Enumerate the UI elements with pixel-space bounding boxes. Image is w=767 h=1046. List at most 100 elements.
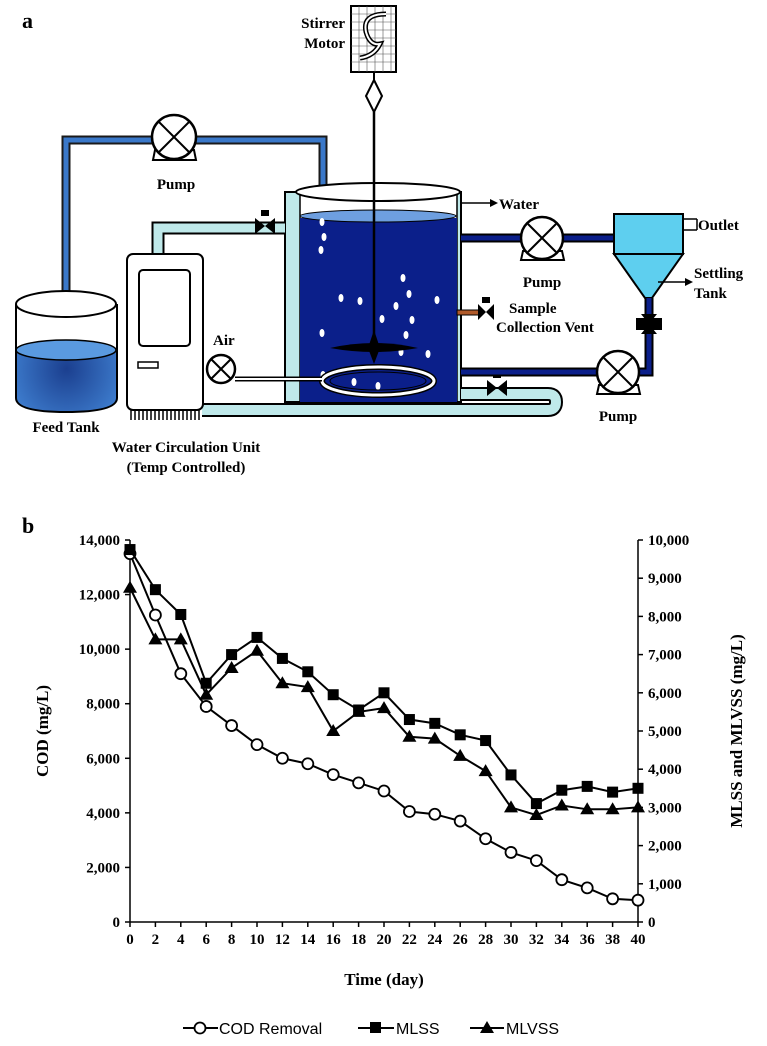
settling-tank-label-1: Settling: [694, 266, 744, 282]
y-tick-label: 2,000: [86, 860, 120, 876]
feed-tank-label: Feed Tank: [32, 420, 100, 436]
y-tick-label: 14,000: [79, 533, 120, 549]
data-point: [200, 677, 212, 689]
x-tick-label: 26: [453, 932, 469, 948]
x-tick-label: 24: [427, 932, 443, 948]
legend-item-mlvss: MLVSS: [470, 1021, 559, 1038]
series-line-mlss: [129, 549, 639, 805]
data-point: [530, 854, 543, 868]
data-point: [479, 832, 493, 846]
y-tick-label: 6,000: [86, 751, 120, 767]
data-point: [327, 689, 339, 701]
data-point: [402, 805, 416, 818]
data-point: [276, 652, 288, 664]
x-tick-label: 32: [529, 932, 544, 948]
y2-tick-label: 1,000: [648, 877, 682, 893]
data-point: [149, 584, 161, 596]
data-point: [504, 800, 518, 813]
data-point: [326, 724, 341, 736]
settling-arrow: [658, 278, 693, 286]
y2-tick-label: 8,000: [648, 609, 682, 625]
x-tick-label: 2: [152, 932, 160, 948]
effluent-pump: [519, 215, 566, 261]
plot-frame: [129, 540, 639, 923]
data-point: [225, 719, 239, 732]
data-point: [352, 776, 366, 790]
data-point: [123, 580, 137, 593]
series-mlvss: [123, 580, 645, 821]
panel-a: a Pump: [15, 5, 744, 476]
data-point: [429, 717, 441, 729]
data-point: [199, 687, 214, 700]
data-point: [226, 649, 238, 661]
x-tick-label: 16: [326, 932, 342, 948]
data-point: [250, 643, 264, 656]
x-tick-label: 36: [580, 932, 596, 948]
data-point: [631, 893, 645, 907]
data-point: [301, 757, 315, 771]
sample-vent: [456, 297, 494, 320]
data-point: [555, 873, 569, 887]
return-pump: [595, 349, 642, 395]
x-tick-label: 14: [300, 932, 316, 948]
air-pump: [205, 353, 322, 385]
data-point: [251, 631, 263, 643]
stirrer-motor-label-1: Stirrer: [301, 16, 345, 32]
data-point: [631, 800, 645, 813]
data-point: [124, 544, 136, 556]
y-tick-label: 0: [113, 915, 121, 931]
x-tick-label: 8: [228, 932, 236, 948]
panel-a-label: a: [22, 8, 33, 33]
data-point: [148, 632, 163, 645]
y-tick-label: 12,000: [79, 588, 120, 604]
y2-tick-label: 10,000: [648, 533, 689, 549]
data-point: [480, 735, 492, 747]
legend-label-mlvss: MLVSS: [506, 1021, 559, 1038]
reactor-vessel: [295, 112, 461, 402]
data-point: [175, 608, 187, 620]
x-tick-label: 30: [504, 932, 519, 948]
data-point: [377, 784, 391, 798]
y2-tick-label: 0: [648, 915, 656, 931]
air-label: Air: [213, 333, 235, 349]
x-tick-label: 18: [351, 932, 366, 948]
y2-tick-label: 7,000: [648, 648, 682, 664]
y2-tick-label: 6,000: [648, 686, 682, 702]
x-tick-label: 4: [177, 932, 185, 948]
data-point: [556, 784, 568, 796]
series-cod-removal: [123, 547, 645, 907]
water-circulation-unit: [126, 253, 204, 420]
settling-tank: [612, 213, 698, 377]
data-point: [224, 660, 239, 673]
x-tick-label: 34: [554, 932, 570, 948]
x-tick-label: 12: [275, 932, 290, 948]
return-pump-label: Pump: [599, 409, 637, 425]
series-mlss: [124, 544, 644, 810]
data-point: [607, 786, 619, 798]
effluent-pump-label: Pump: [523, 275, 561, 291]
data-point: [275, 751, 289, 765]
y-tick-label: 8,000: [86, 697, 120, 713]
data-point: [199, 700, 213, 713]
data-point: [377, 701, 391, 714]
legend-label-cod: COD Removal: [219, 1021, 322, 1038]
data-point: [427, 731, 442, 744]
water-circulation-pipe: [151, 221, 564, 417]
data-point: [505, 769, 517, 781]
data-point: [174, 667, 188, 681]
panel-b-label: b: [22, 513, 34, 538]
data-point: [250, 738, 264, 752]
y-tick-label: 4,000: [86, 806, 120, 822]
y-tick-label: 10,000: [79, 642, 120, 658]
data-point: [530, 798, 542, 810]
x-tick-label: 22: [402, 932, 417, 948]
data-point: [326, 768, 340, 782]
y-axis-title: COD (mg/L): [33, 685, 52, 777]
stirrer-motor: [350, 5, 397, 115]
outlet-label: Outlet: [698, 218, 739, 234]
data-point: [606, 892, 619, 906]
data-point: [529, 808, 544, 821]
